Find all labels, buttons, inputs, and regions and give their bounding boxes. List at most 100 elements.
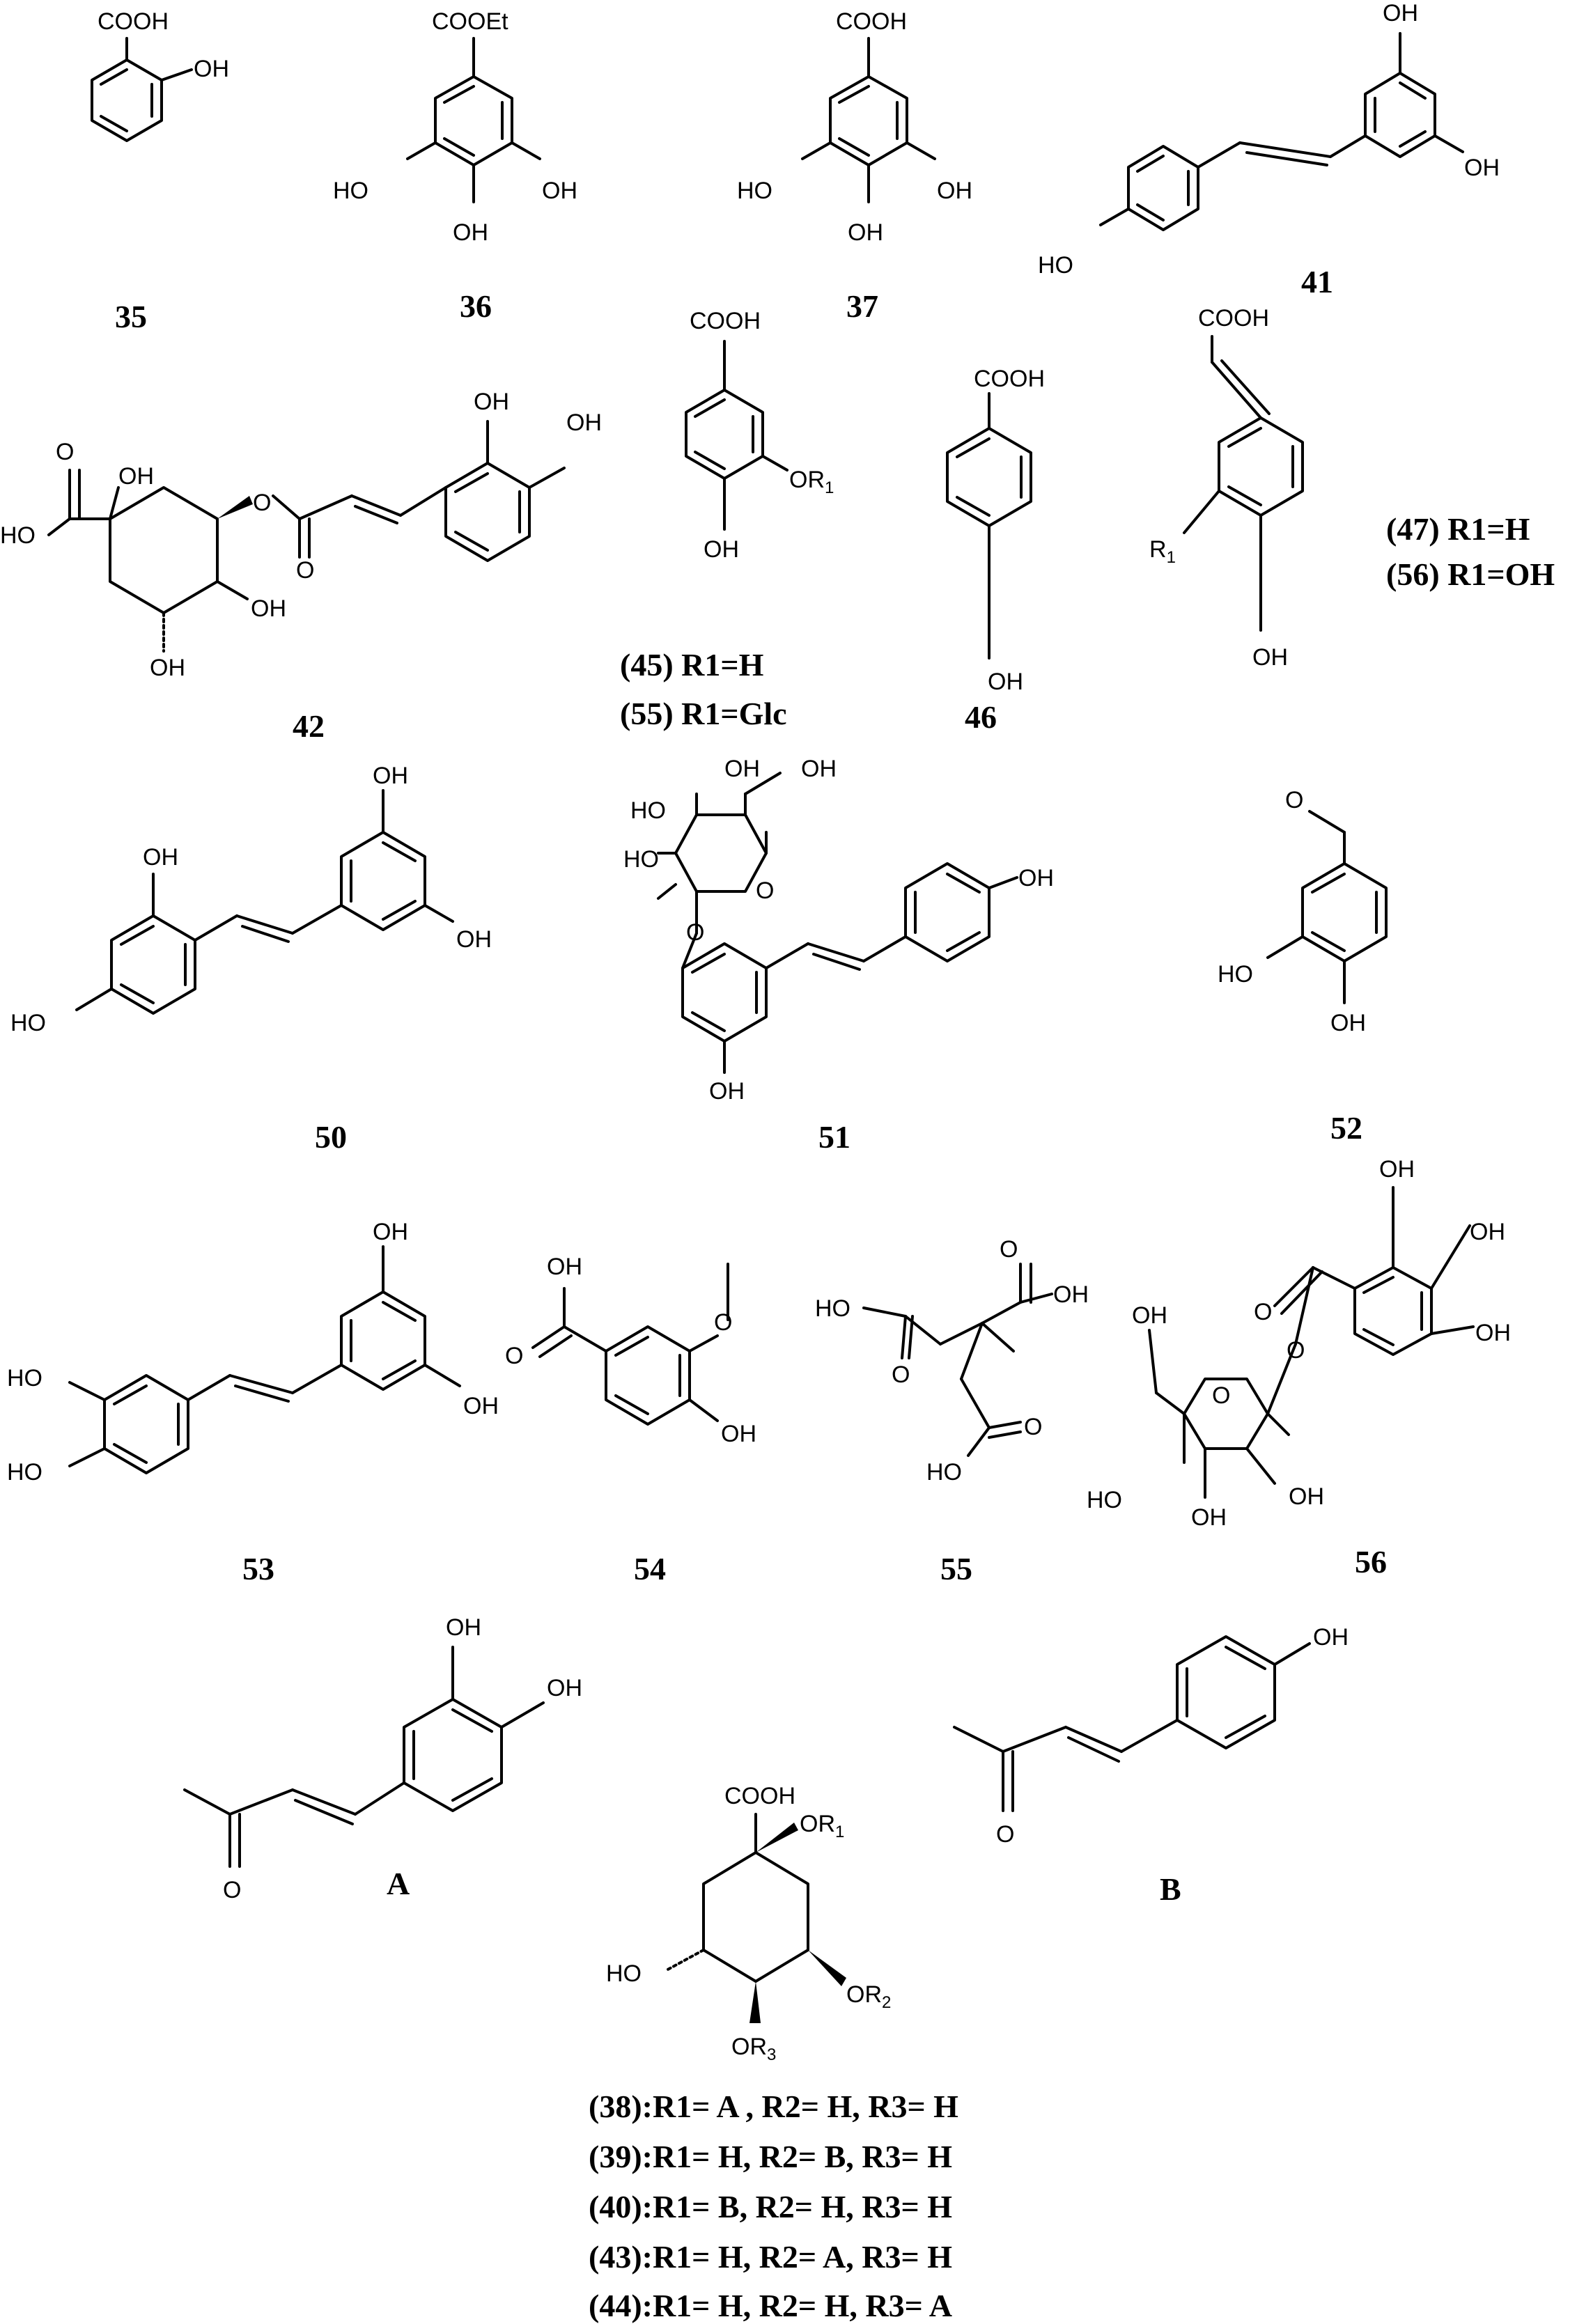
oh-label: OH [1132,1302,1167,1329]
ho-label: HO [737,178,772,204]
o-label: O [756,878,774,904]
structure-41: OH OH HO [1038,0,1500,279]
oh-label: OH [1330,1010,1366,1036]
oh-label: OH [373,1219,408,1245]
cooh-label: COOH [974,366,1045,392]
ho-label: HO [0,522,36,549]
compound-number: 52 [1330,1110,1362,1146]
ho-label: HO [623,846,659,873]
oh-label: OH [1383,0,1418,26]
substituent-table-47: (47) R1=H (56) R1=OH [1386,511,1555,592]
ho-label: HO [815,1295,850,1322]
compound-number: 41 [1301,264,1333,299]
oh-label: OH [1470,1219,1505,1245]
structure-38-44-core: COOH OR1 OR2 OR3 HO [606,1783,891,2064]
oh-label: OH [704,536,739,563]
o-label: O [1254,1299,1272,1325]
compound-number: 37 [846,288,878,324]
compound-number: 36 [460,288,492,324]
compound-number: 54 [634,1551,666,1586]
o-label: O [253,490,271,516]
o-label: O [1285,787,1303,813]
oh-label: OH [1379,1156,1415,1183]
structure-45-55: COOH OR1 OH [685,308,834,563]
structure-47-56: COOH R1 OH [1149,305,1304,671]
structure-37: COOH HO OH OH [737,8,972,246]
oh-label: OH [988,669,1023,695]
o-label: O [996,1821,1014,1848]
ho-label: HO [7,1459,42,1485]
ho-label: HO [10,1010,46,1036]
r1-label: R1 [1149,536,1176,567]
o-label: O [1024,1414,1042,1440]
substituent-line: (56) R1=OH [1386,556,1555,592]
structure-53: OH OH HO HO [7,1219,499,1485]
oh-label: OH [474,389,509,415]
o-label: O [505,1343,523,1369]
o-label: O [714,1309,732,1336]
oh-label: OH [801,756,837,782]
or3-label: OR3 [731,2034,776,2064]
or2-label: OR2 [846,1981,891,2012]
compound-number: 50 [315,1119,347,1155]
oh-label: OH [1191,1504,1227,1531]
oh-label: OH [1464,155,1500,181]
ho-label: HO [630,797,666,824]
ho-label: HO [1218,961,1253,988]
structure-54: OH O O OH [505,1254,756,1447]
compound-number: 56 [1355,1544,1387,1580]
oh-label: OH [1053,1281,1089,1308]
oh-label: OH [118,463,154,490]
oh-label: OH [1018,865,1054,891]
structure-46: COOH OH [946,366,1045,695]
compound-number: 55 [940,1551,972,1586]
or1-label: OR1 [789,467,834,497]
oh-label: OH [547,1675,582,1701]
structure-52: O HO OH [1218,787,1388,1036]
o-label: O [56,439,74,465]
cooh-label: COOH [836,8,907,35]
cooh-label: COOH [1198,305,1269,332]
o-label: O [686,919,704,946]
or1-label: OR1 [800,1811,844,1841]
substituent-line: (45) R1=H [620,647,764,683]
substituent-line: (40):R1= B, R2= H, R3= H [589,2189,952,2224]
oh-label: OH [724,756,760,782]
ho-label: HO [926,1459,962,1485]
structure-36: COOEt HO OH OH [333,8,577,246]
fragment-a: O OH OH [183,1614,582,1903]
cooh-label: COOH [98,8,169,35]
ho-label: HO [1038,252,1073,279]
o-label: O [1212,1382,1230,1409]
o-label: O [296,557,314,584]
oh-label: OH [1475,1320,1511,1346]
oh-label: OH [463,1393,499,1419]
oh-label: OH [937,178,972,204]
compound-number: 35 [115,299,147,334]
substituent-line: (43):R1= H, R2= A, R3= H [589,2239,952,2275]
oh-label: OH [150,655,185,681]
oh-label: OH [1289,1483,1324,1510]
oh-label: OH [542,178,577,204]
o-label: O [1000,1236,1018,1263]
oh-label: OH [373,763,408,789]
oh-label: OH [194,56,229,82]
oh-label: OH [1252,644,1288,671]
oh-label: OH [566,410,602,436]
structure-56: OH OH OH O O O OH HO OH OH [1087,1156,1511,1531]
oh-label: OH [251,595,286,622]
ho-label: HO [7,1365,42,1391]
oh-label: OH [456,926,492,953]
ho-label: HO [333,178,368,204]
fragment-label-a: A [387,1866,410,1901]
compound-number: 42 [293,708,325,744]
substituent-table-45: (45) R1=H (55) R1=Glc [620,647,787,731]
ho-label: HO [1087,1487,1122,1513]
oh-label: OH [848,219,883,246]
structure-51: OH OH HO HO O O OH OH [623,756,1054,1105]
oh-label: OH [709,1078,745,1105]
structure-55: O OH HO O O HO [815,1236,1089,1485]
substituent-line: (38):R1= A , R2= H, R3= H [589,2089,958,2124]
structure-50: OH HO OH OH [10,763,492,1036]
substituent-line: (47) R1=H [1386,511,1530,547]
